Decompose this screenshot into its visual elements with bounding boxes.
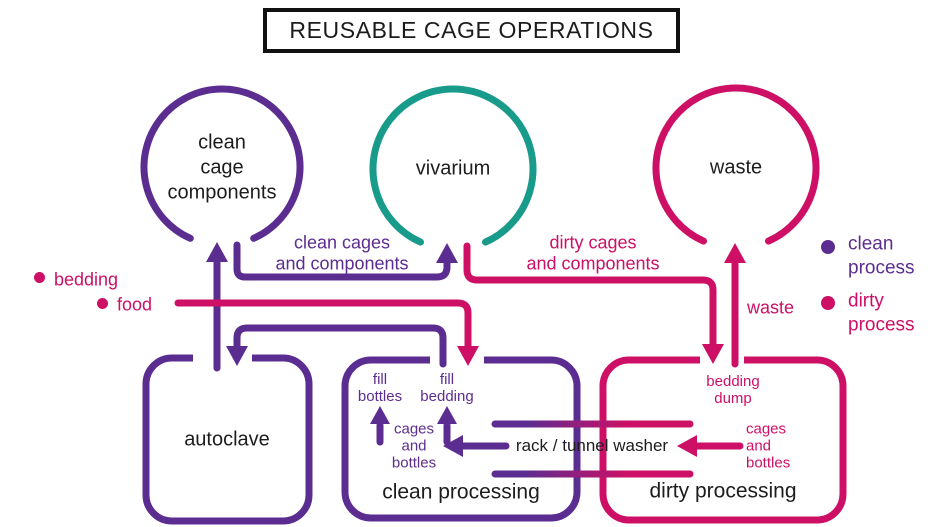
clean-components-circle	[140, 85, 304, 242]
clean-processing-label: clean processing	[382, 480, 540, 504]
legend-clean-label: clean process	[848, 233, 915, 278]
arrow-vivarium-to-dirtyprocessing	[463, 242, 717, 350]
bedding-bullet-icon	[34, 272, 45, 283]
flow-waste-label: waste	[747, 297, 795, 318]
arrowhead-up-icon	[437, 406, 457, 424]
supply-bedding-label: bedding	[54, 269, 119, 290]
fill-bottles-label: fill bottles	[357, 371, 403, 405]
bedding-dump-label: bedding dump	[706, 373, 760, 407]
waste-label: waste	[709, 156, 763, 179]
clean-processing-top-gap	[430, 353, 484, 367]
arrowhead-down-icon	[457, 346, 479, 366]
food-bullet-icon	[97, 298, 108, 309]
supply-food-label: food	[117, 294, 153, 315]
legend-dirty-bullet-icon	[821, 296, 835, 310]
arrowhead-left-icon	[443, 435, 463, 457]
arrow-food-to-cleanprocessing	[174, 299, 472, 352]
vivarium-circle	[369, 85, 537, 246]
legend-dirty-label: dirty process	[848, 290, 915, 335]
arrowhead-left-icon	[677, 435, 697, 457]
washer-label: rack / tunnel washer	[515, 435, 669, 455]
arrowhead-up-icon	[724, 243, 746, 263]
arrowhead-up-icon	[370, 406, 390, 424]
autoclave-label: autoclave	[184, 428, 270, 451]
dirty-cages-bottles-label: cages and bottles	[746, 420, 791, 472]
waste-circle	[652, 84, 820, 245]
flow-dirty-cages-label: dirty cages and components	[526, 232, 660, 273]
title-box: REUSABLE CAGE OPERATIONS	[263, 8, 680, 53]
vivarium-label: vivarium	[415, 157, 491, 180]
arrow-components-to-vivarium	[233, 241, 451, 281]
flow-clean-cages-label: clean cages and components	[275, 232, 409, 273]
clean-cages-bottles-label: cages and bottles	[391, 420, 437, 472]
fill-bedding-label: fill bedding	[420, 371, 474, 405]
arrowhead-up-icon	[436, 243, 458, 263]
arrow-cleanprocessing-to-autoclave	[233, 324, 447, 368]
legend-clean-bullet-icon	[821, 240, 835, 254]
clean-components-label: clean cage components	[167, 131, 277, 204]
page-title: REUSABLE CAGE OPERATIONS	[289, 17, 654, 43]
dirty-processing-label: dirty processing	[649, 479, 797, 503]
arrowhead-up-icon	[206, 242, 228, 262]
arrowhead-down-icon	[702, 344, 724, 364]
arrowhead-down-icon	[226, 346, 248, 366]
